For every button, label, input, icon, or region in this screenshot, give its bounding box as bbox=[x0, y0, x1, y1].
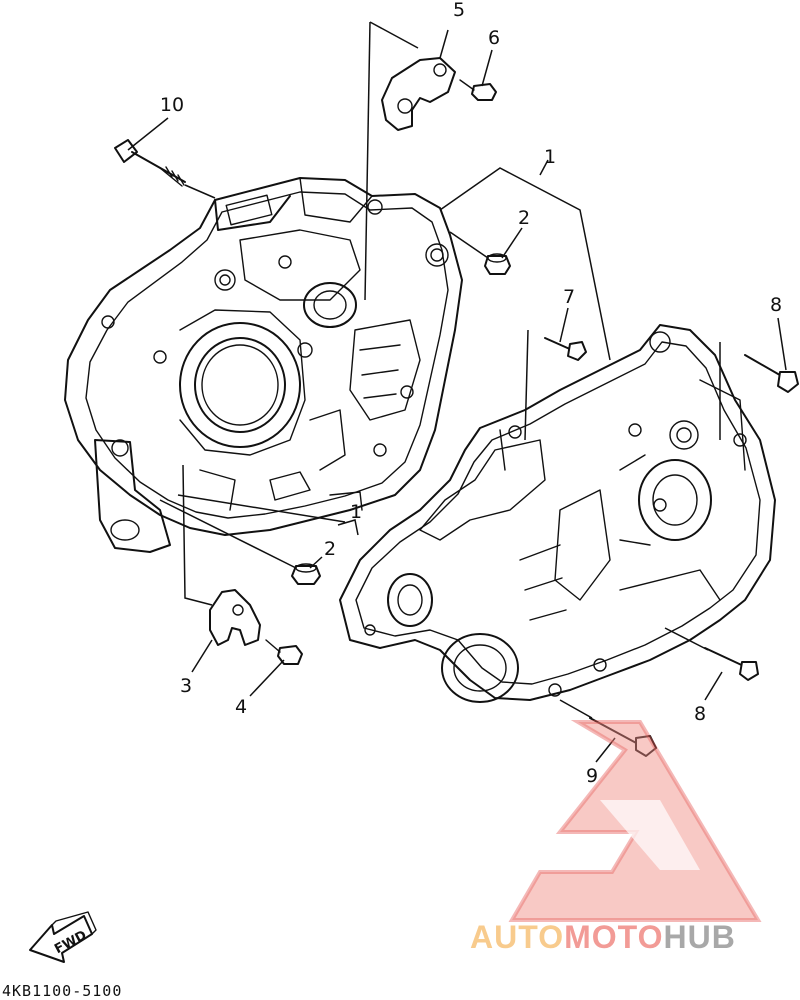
callout-8-lower: 8 bbox=[694, 703, 706, 725]
callout-5: 5 bbox=[453, 0, 465, 21]
callout-6: 6 bbox=[488, 27, 500, 49]
fwd-arrow-icon: FWD bbox=[29, 911, 97, 963]
watermark-text-auto: AUTOMOTOHUB bbox=[470, 919, 736, 955]
callout-2-top: 2 bbox=[518, 207, 530, 229]
dowel-pin-lower bbox=[291, 563, 321, 585]
bolt-part-10 bbox=[114, 139, 186, 187]
callout-1-lower: 1 bbox=[350, 501, 362, 523]
bolt-part-8-lower bbox=[704, 647, 759, 681]
callout-8-upper: 8 bbox=[770, 294, 782, 316]
callout-2-lower: 2 bbox=[324, 538, 336, 560]
callout-7: 7 bbox=[563, 286, 575, 308]
diagram-code: 4KB1100-5100 bbox=[2, 982, 122, 1000]
watermark-moto: MOTO bbox=[564, 919, 663, 955]
right-crankcase bbox=[339, 324, 776, 703]
bolt-part-7 bbox=[544, 337, 587, 361]
callout-9: 9 bbox=[586, 765, 598, 787]
bolt-part-9 bbox=[589, 717, 657, 757]
bolt-part-8-upper bbox=[744, 354, 799, 393]
watermark-logo: AUTOMOTOHUB bbox=[470, 720, 762, 955]
leader-lines bbox=[127, 21, 787, 763]
left-crankcase bbox=[64, 177, 463, 553]
callout-3: 3 bbox=[180, 675, 192, 697]
watermark-hub: HUB bbox=[663, 919, 735, 955]
callout-10: 10 bbox=[160, 94, 184, 116]
watermark-auto: AUTO bbox=[470, 919, 564, 955]
plate-part-5 bbox=[381, 57, 456, 131]
callout-4: 4 bbox=[235, 696, 247, 718]
screw-part-4 bbox=[265, 639, 303, 665]
plate-part-3 bbox=[209, 589, 261, 646]
dowel-pin-upper bbox=[484, 253, 511, 275]
screw-part-6 bbox=[459, 79, 497, 101]
callout-1-top: 1 bbox=[544, 146, 556, 168]
